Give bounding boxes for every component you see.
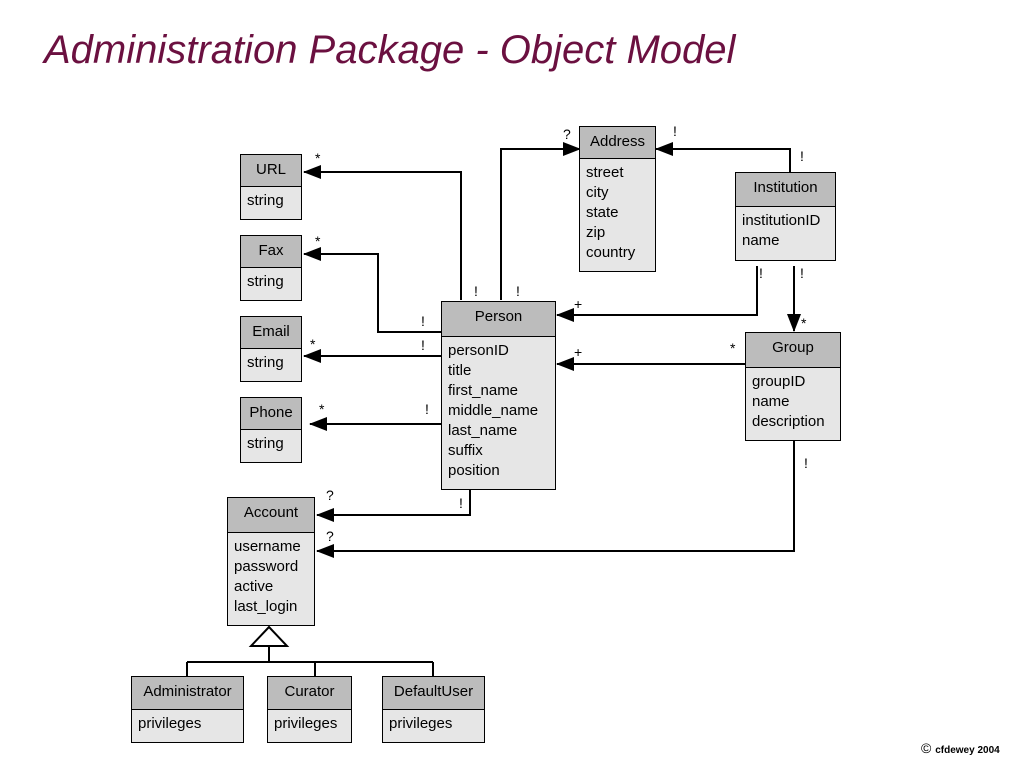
copyright: © cfdewey 2004 xyxy=(921,740,1000,756)
class-address-attr: city xyxy=(586,184,609,201)
mult-address-right: ! xyxy=(673,123,677,139)
mult-person-email: ! xyxy=(421,337,425,353)
class-group-attr: description xyxy=(752,413,825,430)
class-group: Group groupID name description xyxy=(745,332,841,441)
class-administrator-attr: privileges xyxy=(138,715,202,732)
class-administrator: Administrator privileges xyxy=(131,676,244,743)
class-person-attr: first_name xyxy=(448,382,519,399)
line-group-account xyxy=(316,440,795,558)
class-address-attr: zip xyxy=(586,224,606,241)
mult-person-top-left: ! xyxy=(474,283,478,299)
class-curator: Curator privileges xyxy=(267,676,352,743)
mult-person-plus-top: + xyxy=(574,296,583,312)
class-address-name: Address xyxy=(580,127,655,159)
class-fax: Fax string xyxy=(240,235,302,301)
mult-institution-bottom-right: ! xyxy=(800,265,804,281)
class-person-attr: position xyxy=(448,462,500,479)
class-address-attr: street xyxy=(586,164,624,181)
class-account: Account username password active last_lo… xyxy=(227,497,315,626)
class-address: Address street city state zip country xyxy=(579,126,656,272)
class-institution: Institution institutionID name xyxy=(735,172,836,261)
class-person: Person personID title first_name middle_… xyxy=(441,301,556,490)
copyright-holder: cfdewey 2004 xyxy=(935,745,1000,756)
mult-email: * xyxy=(310,336,316,352)
class-url-attr: string xyxy=(247,192,284,209)
mult-person-account: ! xyxy=(459,495,463,511)
class-defaultuser: DefaultUser privileges xyxy=(382,676,485,743)
inheritance-triangle xyxy=(248,625,290,647)
class-institution-name: Institution xyxy=(736,173,835,207)
line-person-address xyxy=(500,142,581,300)
class-phone-attr: string xyxy=(247,435,284,452)
class-person-attr: personID xyxy=(448,342,509,359)
class-url: URL string xyxy=(240,154,302,220)
mult-person-plus-group: + xyxy=(574,344,583,360)
class-url-name: URL xyxy=(241,155,301,187)
class-email: Email string xyxy=(240,316,302,382)
copyright-icon: © xyxy=(921,740,932,756)
mult-institution-top: ! xyxy=(800,148,804,164)
mult-person-top-right: ! xyxy=(516,283,520,299)
class-email-attr: string xyxy=(247,354,284,371)
class-address-attr: state xyxy=(586,204,619,221)
class-person-attr: last_name xyxy=(448,422,518,439)
line-person-url xyxy=(303,165,462,300)
class-group-attr: name xyxy=(752,393,790,410)
mult-address-left: ? xyxy=(563,126,571,142)
mult-group-left: * xyxy=(730,340,736,356)
line-institution-address xyxy=(655,142,791,172)
class-defaultuser-attr: privileges xyxy=(389,715,453,732)
class-person-attr: title xyxy=(448,362,472,379)
class-defaultuser-name: DefaultUser xyxy=(383,677,484,710)
class-phone-name: Phone xyxy=(241,398,301,430)
class-account-attr: username xyxy=(234,538,301,555)
class-account-attr: last_login xyxy=(234,598,298,615)
class-person-attr: middle_name xyxy=(448,402,539,419)
class-institution-attr: institutionID xyxy=(742,212,821,229)
class-fax-attr: string xyxy=(247,273,284,290)
mult-fax: * xyxy=(315,233,321,249)
line-person-fax xyxy=(303,247,442,333)
mult-account-bottom: ? xyxy=(326,528,334,544)
line-institution-person xyxy=(556,266,758,322)
mult-url: * xyxy=(315,150,321,166)
mult-institution-bottom-left: ! xyxy=(759,265,763,281)
class-account-attr: active xyxy=(234,578,274,595)
page-title: Administration Package - Object Model xyxy=(44,28,736,72)
class-curator-attr: privileges xyxy=(274,715,338,732)
mult-group-bottom: ! xyxy=(804,455,808,471)
class-institution-attr: name xyxy=(742,232,780,249)
class-account-name: Account xyxy=(228,498,314,533)
class-group-name: Group xyxy=(746,333,840,368)
class-phone: Phone string xyxy=(240,397,302,463)
class-account-attr: password xyxy=(234,558,299,575)
mult-phone: * xyxy=(319,401,325,417)
mult-group-top: * xyxy=(801,315,807,331)
mult-person-fax: ! xyxy=(421,313,425,329)
class-fax-name: Fax xyxy=(241,236,301,268)
class-person-attr: suffix xyxy=(448,442,483,459)
class-email-name: Email xyxy=(241,317,301,349)
class-curator-name: Curator xyxy=(268,677,351,710)
line-person-account xyxy=(316,490,471,522)
mult-account-top: ? xyxy=(326,487,334,503)
class-person-name: Person xyxy=(442,302,555,337)
mult-person-phone: ! xyxy=(425,401,429,417)
class-group-attr: groupID xyxy=(752,373,806,390)
class-administrator-name: Administrator xyxy=(132,677,243,710)
class-address-attr: country xyxy=(586,244,636,261)
